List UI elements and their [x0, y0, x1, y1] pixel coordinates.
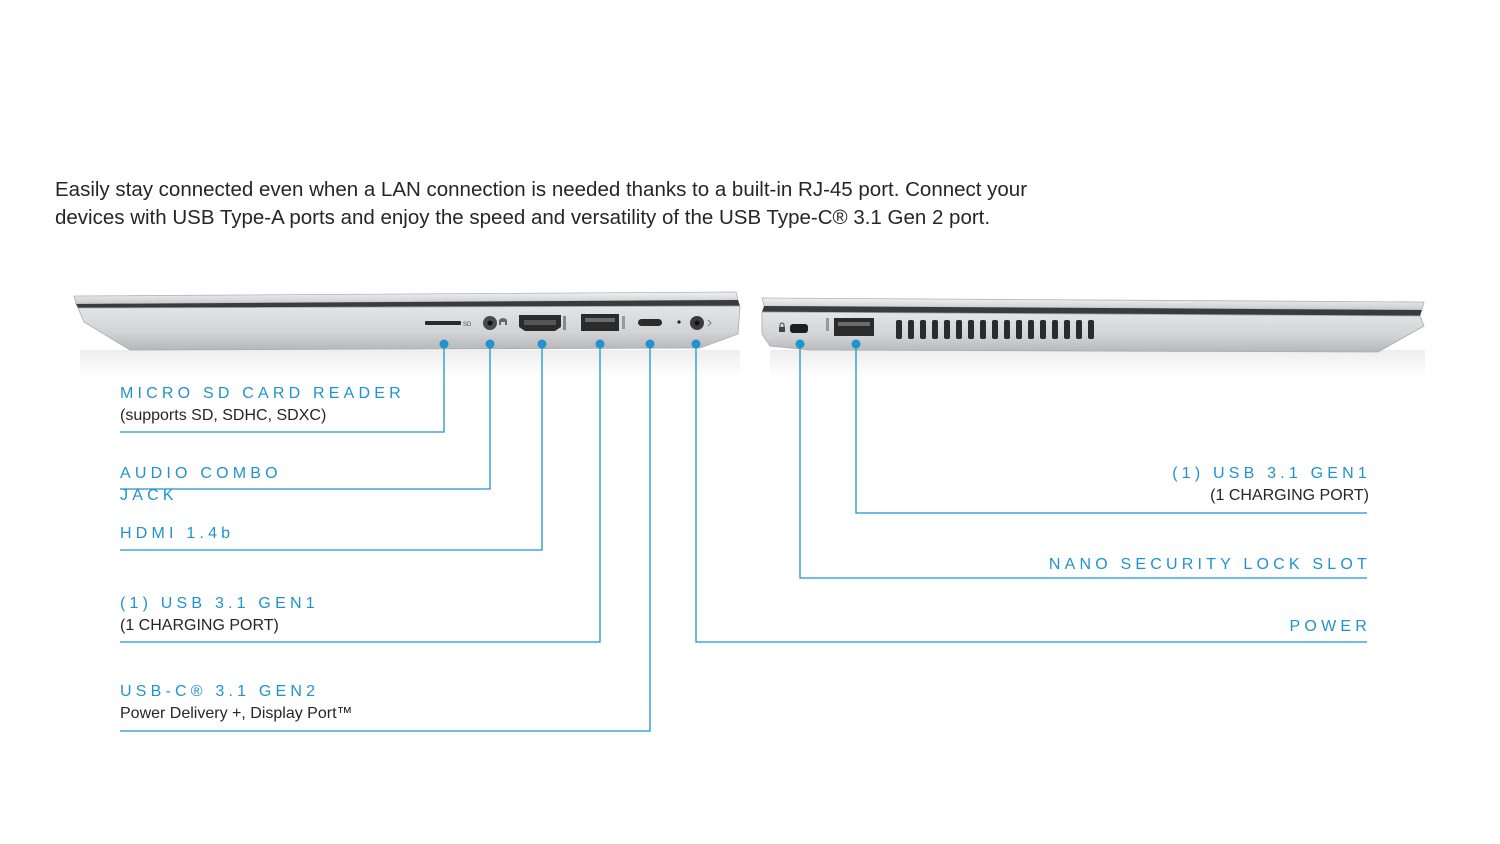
sd-marking: SD [463, 322, 472, 328]
label-audio-title-line1: AUDIO COMBO [120, 465, 282, 482]
intro-paragraph: Easily stay connected even when a LAN co… [55, 176, 1115, 232]
callout-dot-usb-a [595, 339, 605, 349]
callout-line-microsd [120, 344, 445, 433]
laptop-right-side [761, 297, 1425, 378]
callout-line-usb-a [120, 344, 601, 643]
microsd-slot-icon [425, 321, 461, 325]
intro-line-2: devices with USB Type-A ports and enjoy … [55, 206, 991, 229]
callout-dot-power [691, 339, 701, 349]
callout-dot-usb-c [645, 339, 655, 349]
callout-line-audio [120, 344, 491, 490]
label-audio-title-line2: JACK [120, 487, 178, 504]
label-hdmi-title: HDMI 1.4b [120, 525, 235, 542]
nano-lock-slot-icon [790, 324, 808, 333]
label-microsd-detail: (supports SD, SDHC, SDXC) [120, 407, 327, 424]
callout-dot-usb-a-right [851, 339, 861, 349]
label-usb-c-detail: Power Delivery +, Display Port™ [120, 705, 353, 722]
label-usb-a-right-title: (1) USB 3.1 GEN1 [1172, 465, 1371, 482]
label-usb-a-detail: (1 CHARGING PORT) [120, 617, 279, 634]
callout-dot-hdmi [537, 339, 547, 349]
label-usb-a-right-detail: (1 CHARGING PORT) [1210, 487, 1369, 504]
label-usb-a-title: (1) USB 3.1 GEN1 [120, 595, 319, 612]
callout-line-power [695, 344, 1367, 643]
intro-line-1: Easily stay connected even when a LAN co… [55, 178, 1028, 201]
callout-dot-lock [795, 339, 805, 349]
label-power-title: POWER [1289, 618, 1371, 635]
callout-line-usb-a-right [855, 344, 1367, 514]
label-usb-c-title: USB-C® 3.1 GEN2 [120, 683, 320, 700]
label-lock-title: NANO SECURITY LOCK SLOT [1048, 556, 1371, 573]
callout-dot-audio [485, 339, 495, 349]
callout-line-hdmi [120, 344, 543, 551]
headset-icon [499, 318, 507, 325]
callout-dot-microsd [439, 339, 449, 349]
vent-grille [896, 320, 1094, 339]
callout-line-usb-c [120, 344, 651, 732]
lock-icon [779, 327, 785, 332]
label-microsd-title: MICRO SD CARD READER [120, 385, 405, 402]
usb-c-port-icon [638, 319, 662, 326]
laptop-left-side: SD [73, 291, 741, 378]
callout-line-lock [799, 344, 1367, 579]
